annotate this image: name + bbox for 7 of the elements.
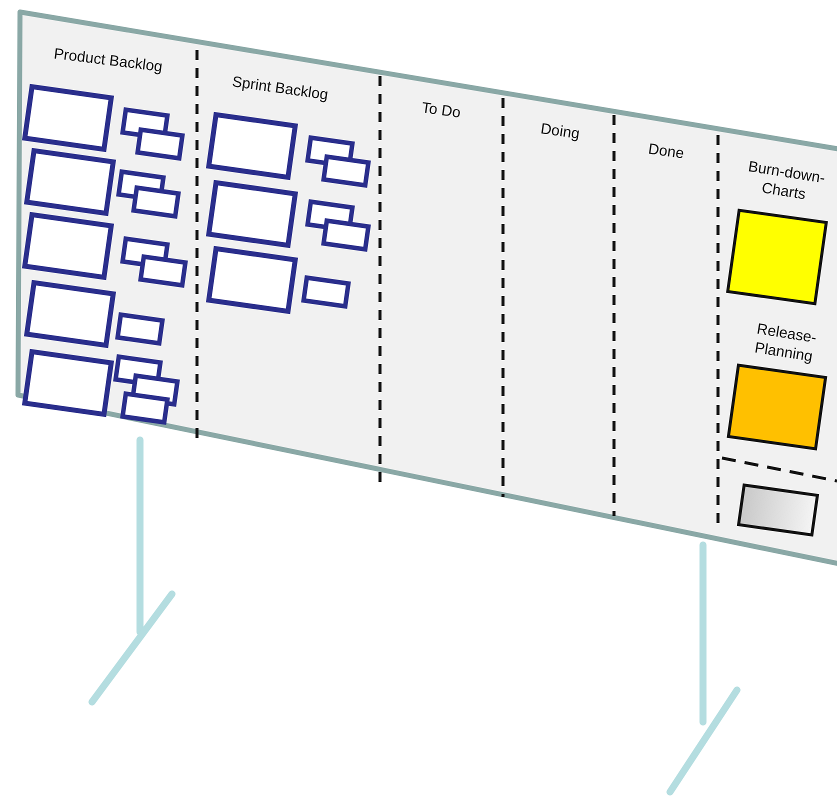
column-heading: Product Backlog (52, 44, 164, 78)
column-heading: Done (646, 140, 686, 164)
column-heading: To Do (420, 98, 463, 124)
column-heading: Doing (538, 119, 582, 145)
column-heading: Sprint Backlog (230, 72, 330, 106)
column-heading: Release- Planning (752, 320, 819, 368)
column-heading: Burn-down- Charts (746, 157, 828, 205)
